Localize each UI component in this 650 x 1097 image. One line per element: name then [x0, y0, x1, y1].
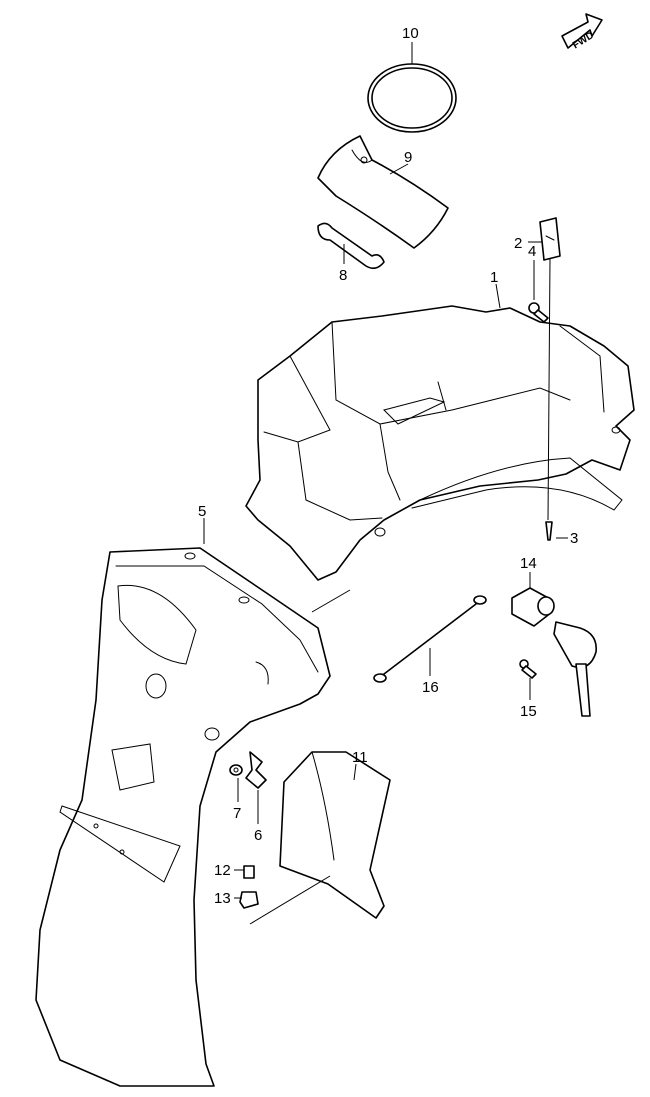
callout-7: 7 [233, 805, 241, 822]
clip-part [539, 217, 561, 261]
bolt-6-part [245, 751, 267, 789]
wrench-part [317, 222, 385, 270]
fastener-pin-part [545, 521, 553, 541]
washer-7-part [229, 764, 243, 776]
inner-fender-part [279, 751, 391, 919]
callout-2: 2 [514, 235, 522, 252]
fwd-arrow-icon: FWD [561, 13, 603, 51]
callout-11: 11 [352, 749, 368, 766]
rear-tray-part [245, 305, 635, 581]
callout-1: 1 [490, 269, 498, 286]
tool-bag-part [317, 135, 449, 249]
leader-lines [203, 42, 568, 925]
seat-lock-part [511, 587, 597, 717]
callout-labels: 1 2 3 4 5 6 7 8 9 10 11 12 13 14 15 16 [198, 25, 578, 907]
nut-13-part [239, 891, 259, 909]
callout-5: 5 [198, 503, 206, 520]
callout-4: 4 [528, 243, 536, 260]
callout-15: 15 [520, 703, 537, 720]
callout-16: 16 [422, 679, 439, 696]
callout-6: 6 [254, 827, 262, 844]
callout-3: 3 [570, 530, 578, 547]
rear-fender-part [35, 547, 331, 1087]
callout-14: 14 [520, 555, 537, 572]
callout-13: 13 [214, 890, 231, 907]
callout-10: 10 [402, 25, 419, 42]
callout-9: 9 [404, 149, 412, 166]
seat-lock-cable-part [373, 595, 487, 683]
bolt-12-part [243, 865, 255, 879]
o-ring-part [367, 63, 457, 133]
callout-8: 8 [339, 267, 347, 284]
callout-12: 12 [214, 862, 231, 879]
screw-15-part [519, 659, 537, 679]
